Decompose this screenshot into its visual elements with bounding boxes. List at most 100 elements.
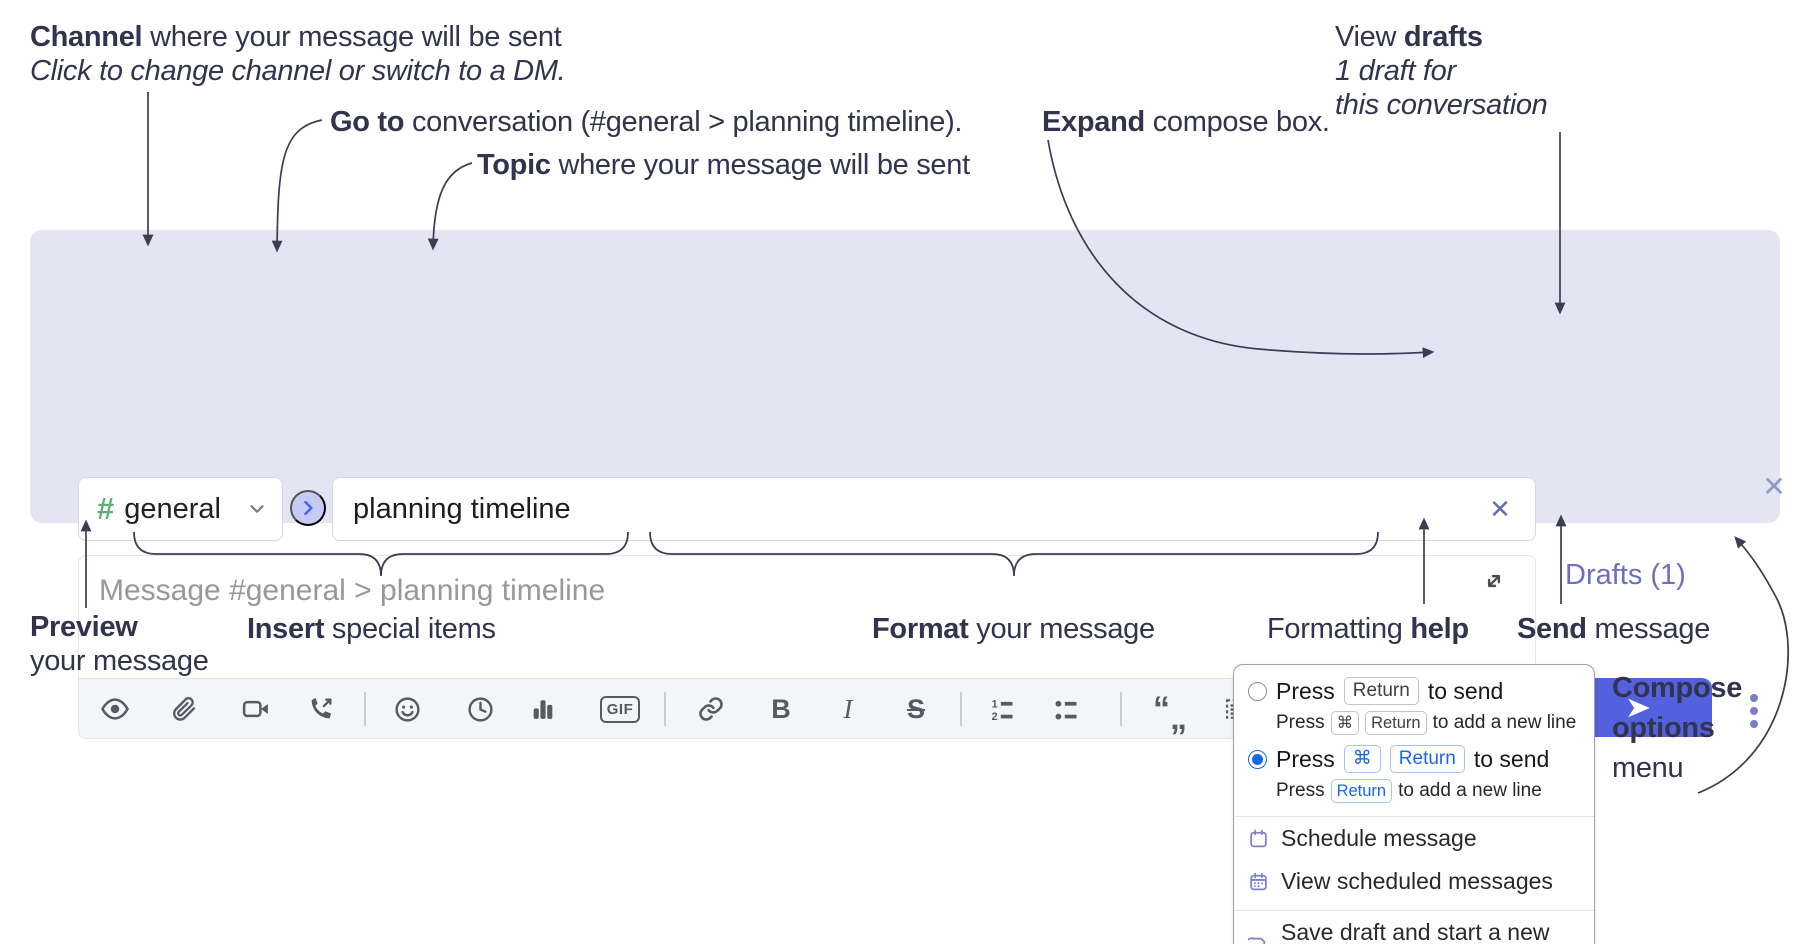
chevron-down-icon — [246, 498, 268, 520]
chevron-right-icon — [304, 500, 313, 516]
save-draft-item[interactable]: Save draft and start a new message — [1234, 911, 1594, 944]
compose-options-annotation: Compose options menu — [1612, 668, 1742, 788]
quote-icon: “„ — [1153, 692, 1187, 735]
annotation-text: Formatting — [1267, 613, 1411, 645]
option-text: to send — [1427, 677, 1504, 704]
calendar-icon — [1250, 829, 1267, 848]
option-subtext: to add a new line — [1432, 712, 1577, 733]
option-subtext: Press — [1276, 712, 1325, 733]
annotation-bold: Channel — [30, 21, 143, 53]
italic-icon: I — [843, 693, 853, 724]
enter-sends-option[interactable]: Press Return to send — [1234, 673, 1594, 709]
cmd-key: ⌘ — [1330, 711, 1360, 735]
option-subtext: Press — [1276, 780, 1325, 801]
annotation-text: View — [1335, 21, 1404, 53]
enter-sends-subtext: Press ⌘ Return to add a new line — [1234, 709, 1594, 741]
paperclip-icon — [173, 697, 196, 721]
expand-compose-button[interactable] — [1479, 566, 1509, 596]
annotation-subtext: this conversation — [1335, 89, 1548, 121]
drafts-annotation: View drafts 1 draft for this conversatio… — [1335, 20, 1548, 122]
svg-text:1: 1 — [992, 698, 998, 710]
attach-file-button[interactable] — [165, 690, 203, 728]
channel-selector[interactable]: # general — [78, 477, 283, 541]
close-compose-button[interactable]: ✕ — [1756, 468, 1792, 504]
option-text: to send — [1473, 745, 1550, 772]
italic-button[interactable]: I — [829, 690, 867, 728]
save-draft-icon — [1248, 936, 1266, 944]
topic-annotation: Topic where your message will be sent — [477, 148, 970, 182]
go-to-conversation-button[interactable] — [290, 490, 326, 526]
annotation-text: message — [1586, 613, 1711, 645]
toolbar-divider — [364, 692, 366, 726]
radio-unselected-icon[interactable] — [1248, 681, 1267, 701]
global-time-button[interactable] — [461, 690, 499, 728]
annotation-text: where your message will be sent — [550, 149, 970, 181]
video-camera-icon — [242, 700, 268, 718]
topic-input[interactable] — [332, 477, 1536, 541]
strikethrough-button[interactable]: S — [897, 690, 935, 728]
quote-close: „ — [1170, 699, 1187, 737]
annotation-bold: drafts — [1403, 21, 1483, 53]
return-key: Return — [1389, 745, 1465, 773]
phone-call-icon — [311, 697, 332, 719]
annotation-text: compose box. — [1144, 106, 1330, 138]
voice-call-button[interactable] — [302, 690, 340, 728]
option-subtext: to add a new line — [1398, 780, 1542, 801]
drafts-link[interactable]: Drafts (1) — [1565, 559, 1686, 591]
poll-button[interactable] — [524, 690, 562, 728]
return-key: Return — [1343, 677, 1419, 705]
strikethrough-icon: S — [906, 693, 925, 724]
annotation-text: special items — [324, 613, 496, 645]
link-icon — [699, 697, 723, 721]
bar-chart-icon — [533, 700, 553, 719]
schedule-message-item[interactable]: Schedule message — [1234, 817, 1594, 860]
radio-selected-icon[interactable] — [1248, 749, 1267, 769]
preview-eye-button[interactable] — [96, 690, 134, 728]
annotation-bold: options — [1612, 712, 1715, 744]
format-annotation: Format your message — [872, 612, 1155, 646]
insert-annotation: Insert special items — [247, 612, 496, 646]
send-annotation: Send message — [1517, 612, 1710, 646]
annotation-bold: help — [1410, 613, 1469, 645]
annotation-text: where your message will be sent — [142, 21, 562, 53]
numbered-list-icon: 12 — [992, 698, 1013, 723]
annotation-text: your message — [30, 645, 209, 677]
topic-field-wrap: ✕ — [332, 477, 1536, 541]
return-key: Return — [1365, 711, 1427, 735]
close-icon: ✕ — [1489, 494, 1511, 524]
option-text: Press — [1276, 745, 1335, 772]
menu-divider — [1234, 910, 1594, 911]
bold-button[interactable]: B — [762, 690, 800, 728]
emoji-button[interactable] — [388, 690, 426, 728]
channel-hash-icon: # — [97, 491, 115, 526]
gif-button[interactable]: GIF — [597, 690, 643, 728]
video-call-button[interactable] — [237, 690, 275, 728]
annotation-bold: Topic — [477, 149, 551, 181]
toolbar-divider — [664, 692, 666, 726]
clock-icon — [467, 696, 493, 722]
view-scheduled-messages-item[interactable]: View scheduled messages — [1234, 860, 1594, 903]
annotation-bold: Send — [1517, 613, 1587, 645]
bulleted-list-button[interactable] — [1047, 690, 1085, 728]
link-button[interactable] — [692, 690, 730, 728]
channel-annotation: Channel where your message will be sent … — [30, 20, 566, 88]
clear-topic-button[interactable]: ✕ — [1482, 491, 1518, 527]
annotation-bold: Preview — [30, 611, 138, 643]
return-key: Return — [1330, 779, 1393, 803]
cmd-enter-sends-option[interactable]: Press ⌘ Return to send — [1234, 741, 1594, 777]
channel-name: general — [124, 492, 221, 525]
annotation-subtext: 1 draft for — [1335, 55, 1456, 87]
message-input[interactable] — [79, 556, 1535, 678]
gif-icon: GIF — [599, 695, 641, 723]
cmd-enter-sends-subtext: Press Return to add a new line — [1234, 777, 1594, 809]
annotation-text: conversation (#general > planning timeli… — [404, 106, 963, 138]
quote-button[interactable]: “„ — [1151, 690, 1189, 735]
quote-open: “ — [1153, 690, 1170, 728]
annotation-bold: Compose — [1612, 672, 1743, 704]
eye-icon — [101, 698, 129, 720]
annotation-text: menu — [1612, 752, 1684, 784]
annotation-text: your message — [968, 613, 1155, 645]
annotation-subtext: Click to change channel or switch to a D… — [30, 55, 566, 87]
bold-icon: B — [771, 693, 791, 724]
